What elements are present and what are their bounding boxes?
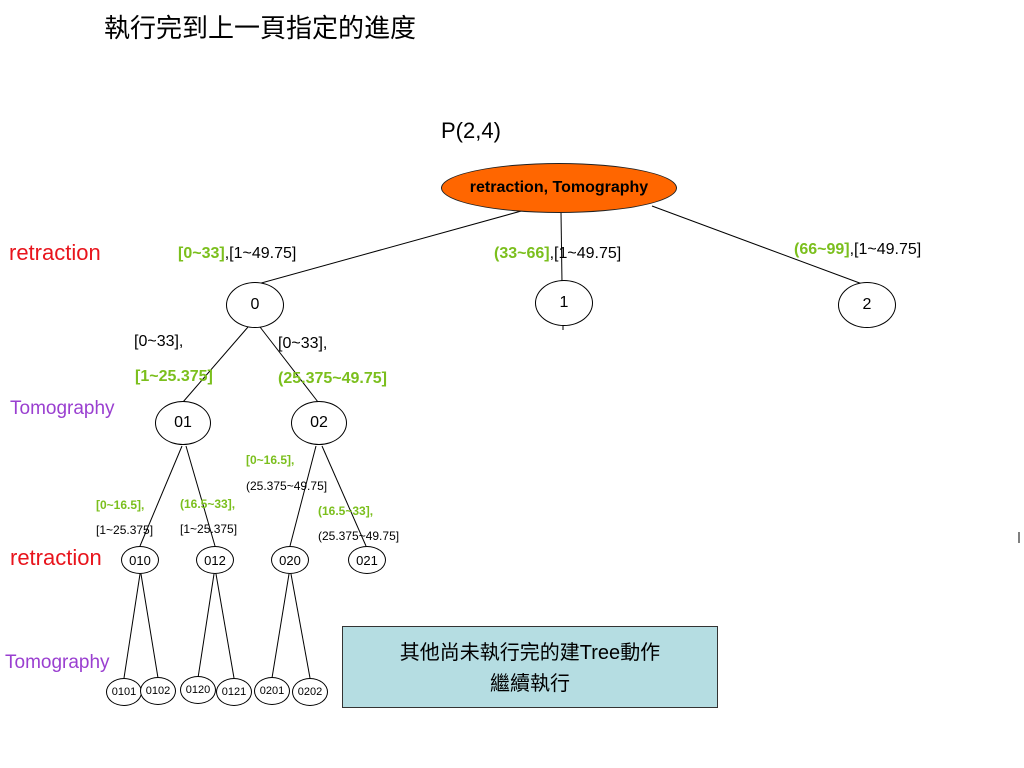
edge-label-012-range: (16.5~33], <box>180 497 236 511</box>
edge-label-0: [0~33],[1~49.75] <box>178 245 296 263</box>
edge-label-02-range: (25.375~49.75] <box>278 370 387 387</box>
note-line-1-c: 動作 <box>620 639 661 664</box>
edge-label-010-range: [0~16.5], <box>96 498 145 512</box>
edge-label-2-range: (66~99] <box>794 241 850 258</box>
edge-label-01-range: [1~25.375] <box>135 368 213 385</box>
edge-label-2-rest: ,[1~49.75] <box>849 241 922 258</box>
edge-label-1-range: (33~66] <box>494 245 550 262</box>
root-node-label: retraction, Tomography <box>469 179 649 196</box>
tree-node-0101: 0101 <box>106 678 142 706</box>
edge-label-021-rest: (25.375~49.75] <box>318 529 400 543</box>
diagram-title: P(2,4) <box>441 118 501 143</box>
edge-root-2 <box>651 205 866 286</box>
tree-node-020: 020 <box>271 546 309 574</box>
edge-label-020-rest: (25.375~49.75] <box>246 479 328 493</box>
edge-02-020 <box>289 445 317 547</box>
edge-010-0101 <box>123 573 141 679</box>
edge-020-0201 <box>271 573 290 679</box>
tree-node-2: 2 <box>838 282 896 328</box>
edge-012-0120 <box>197 573 215 679</box>
tree-node-012: 012 <box>196 546 234 574</box>
tree-node-02: 02 <box>291 401 347 445</box>
level-label-retraction-1: retraction <box>9 240 101 265</box>
tree-node-0120: 0120 <box>180 676 216 704</box>
edge-label-02-top: [0~33], <box>278 335 328 352</box>
tree-node-010: 010 <box>121 546 159 574</box>
edge-root-1 <box>560 211 563 284</box>
tree-node-0121: 0121 <box>216 678 252 706</box>
edge-label-012-rest: [1~25.375] <box>180 522 238 536</box>
level-label-tomography-2: Tomography <box>5 652 110 673</box>
level-label-tomography-1: Tomography <box>10 398 115 419</box>
note-box: 其他尚未執行完的建Tree動作 繼續執行 <box>342 626 718 708</box>
edge-012-0121 <box>215 573 235 679</box>
edge-label-0-range: [0~33] <box>178 245 225 262</box>
edge-0-01 <box>182 326 249 403</box>
edge-0-02 <box>259 326 319 403</box>
edge-label-1: (33~66],[1~49.75] <box>494 245 621 263</box>
edge-01-012 <box>185 445 216 547</box>
note-line-1: 其他尚未執行完的建Tree動作 <box>400 637 660 668</box>
edge-label-1-rest: ,[1~49.75] <box>549 245 622 262</box>
note-line-2: 繼續執行 <box>490 670 570 695</box>
tree-node-0102: 0102 <box>140 677 176 705</box>
edge-label-2: (66~99],[1~49.75] <box>794 241 921 259</box>
edge-label-01-top: [0~33], <box>134 333 184 350</box>
edge-020-0202 <box>290 573 311 679</box>
edge-label-0-rest: ,[1~49.75] <box>224 245 297 262</box>
slide-title: 執行完到上一頁指定的進度 <box>104 14 417 44</box>
edge-010-0102 <box>140 573 159 679</box>
note-line-1-a: 其他尚未執行完的建 <box>399 639 580 664</box>
edge-root-0 <box>253 209 526 286</box>
tree-node-0201: 0201 <box>254 677 290 705</box>
edge-label-010-rest: [1~25.375] <box>96 523 154 537</box>
tree-node-1: 1 <box>535 280 593 326</box>
level-label-retraction-2: retraction <box>10 545 102 570</box>
tree-node-021: 021 <box>348 546 386 574</box>
note-line-1-b: Tree <box>579 641 621 664</box>
tree-node-0: 0 <box>226 282 284 328</box>
edge-02-021 <box>321 445 367 547</box>
edge-label-020-range: [0~16.5], <box>246 453 295 467</box>
tree-node-0202: 0202 <box>292 678 328 706</box>
edge-01-010 <box>139 445 183 547</box>
edge-label-021-range: (16.5~33], <box>318 504 374 518</box>
root-node: retraction, Tomography <box>441 163 677 213</box>
tree-node-01: 01 <box>155 401 211 445</box>
